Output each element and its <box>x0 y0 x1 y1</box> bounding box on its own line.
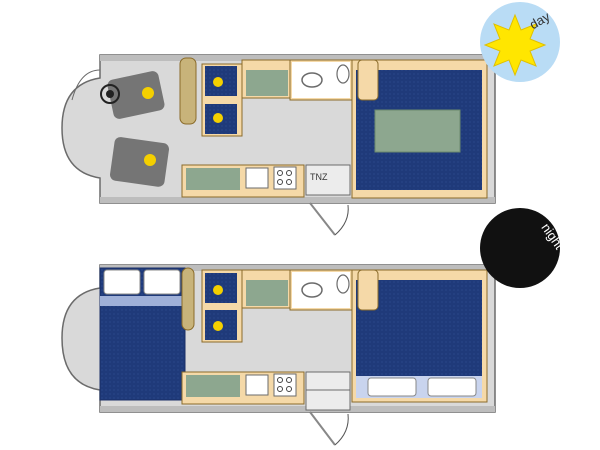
day-layout: TNZ <box>61 54 496 236</box>
sun-icon <box>483 13 547 77</box>
day-driver-seat <box>100 71 165 119</box>
day-seat-dot-2 <box>213 113 223 123</box>
day-tnz-box <box>305 164 351 196</box>
night-front-bed <box>99 267 186 401</box>
night-layout <box>61 264 496 446</box>
day-badge: day <box>480 2 560 82</box>
night-seat-dot-1 <box>213 285 223 295</box>
night-rear-bed <box>351 269 488 403</box>
night-seat-dot-2 <box>213 321 223 331</box>
day-tnz-label: TNZ <box>310 172 328 182</box>
day-front-partition <box>179 57 197 125</box>
day-passenger-seat <box>109 137 170 187</box>
night-badge: night <box>480 208 567 288</box>
day-seat-dot-1 <box>213 77 223 87</box>
